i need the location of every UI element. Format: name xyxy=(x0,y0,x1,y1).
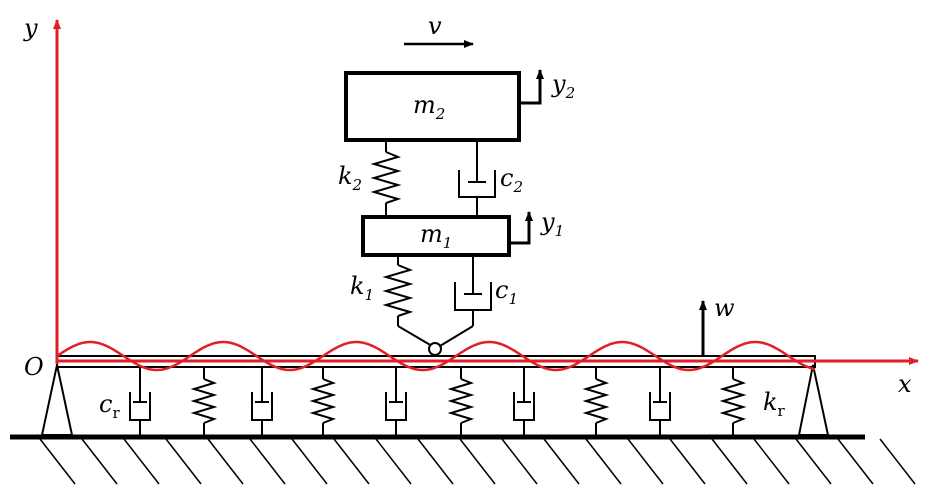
foundation-elements xyxy=(129,367,747,435)
foundation-spring xyxy=(309,367,337,435)
x-axis-label: x xyxy=(898,370,912,398)
y-axis-label: y xyxy=(23,14,38,42)
spring-k1 xyxy=(382,255,433,347)
foundation-damper xyxy=(513,367,535,435)
foundation-spring xyxy=(447,367,475,435)
k2-label: k2 xyxy=(338,162,362,194)
left-support xyxy=(40,364,74,436)
cr-label: cr xyxy=(99,390,120,422)
mass1-block xyxy=(361,215,511,257)
mass2-block xyxy=(344,71,521,142)
k1-label: k1 xyxy=(350,272,374,304)
track-irregularity-wave xyxy=(56,340,816,372)
foundation-spring xyxy=(582,367,610,435)
origin-label: O xyxy=(24,353,44,381)
foundation-damper xyxy=(649,367,671,435)
y1-label: y1 xyxy=(540,208,564,240)
w-label: w xyxy=(714,294,735,322)
velocity-label: v xyxy=(428,12,442,40)
foundation-damper xyxy=(385,367,407,435)
right-support xyxy=(797,364,830,436)
ground-hatch xyxy=(39,438,916,485)
y2-label: y2 xyxy=(551,70,575,102)
y1-arrow xyxy=(509,211,533,245)
foundation-spring xyxy=(719,367,747,435)
spring-k2 xyxy=(370,140,402,217)
foundation-spring xyxy=(190,367,218,435)
c2-label: c2 xyxy=(500,164,523,196)
damper-c1 xyxy=(439,255,492,347)
wheel-contact xyxy=(428,342,442,356)
foundation-damper xyxy=(251,367,273,435)
kr-label: kr xyxy=(763,388,786,420)
damper-c2 xyxy=(458,140,496,217)
mass2-label: m2 xyxy=(413,91,445,123)
c1-label: c1 xyxy=(495,276,518,308)
mass1-label: m1 xyxy=(420,220,452,252)
foundation-damper xyxy=(129,367,151,435)
y2-arrow xyxy=(519,69,544,105)
